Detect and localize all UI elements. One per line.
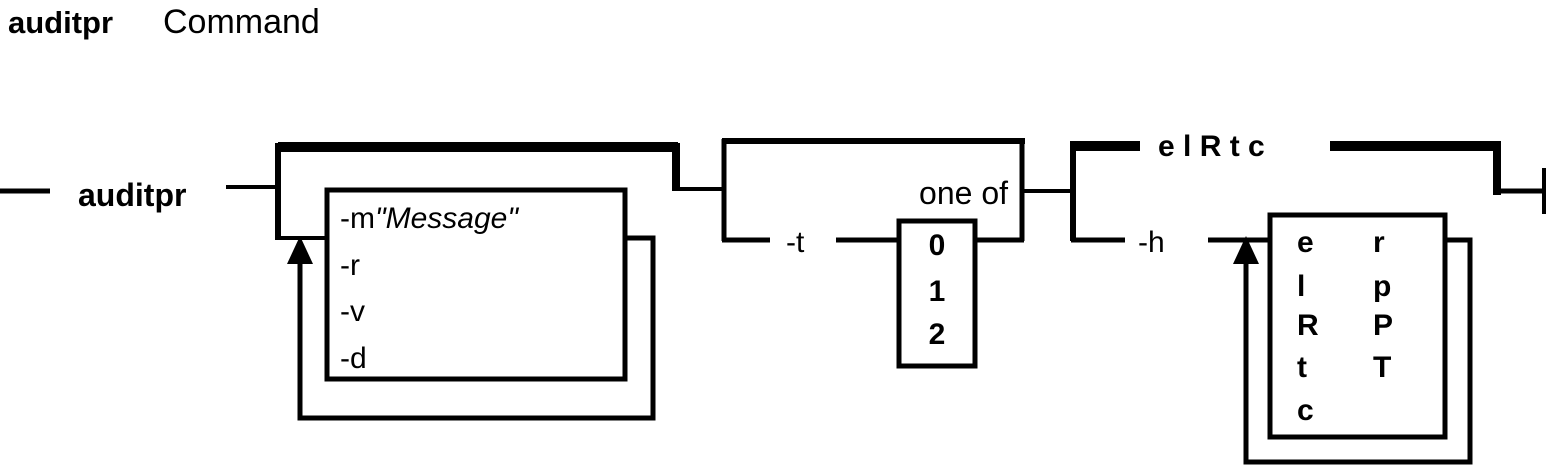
group3-repeat-arrow-icon bbox=[1233, 236, 1259, 264]
t-flag: -t bbox=[786, 226, 805, 259]
field-t: t bbox=[1297, 351, 1307, 384]
field-r: r bbox=[1373, 226, 1385, 259]
field-p: p bbox=[1373, 270, 1391, 303]
diagram-lines bbox=[0, 138, 1546, 465]
title-command: auditpr bbox=[8, 5, 113, 40]
group1-repeat-loop bbox=[297, 235, 656, 421]
d-flag: -d bbox=[340, 342, 367, 375]
h-flag: -h bbox=[1138, 226, 1165, 259]
group3-repeat-loop bbox=[1243, 237, 1473, 465]
group2-values-box bbox=[896, 218, 978, 369]
v-flag: -v bbox=[340, 295, 365, 328]
group1-options-box bbox=[324, 187, 628, 382]
group1-repeat-arrow-icon bbox=[287, 236, 313, 264]
t-value-1: 1 bbox=[929, 275, 946, 308]
field-l: l bbox=[1297, 270, 1305, 303]
field-T: T bbox=[1373, 351, 1391, 384]
field-c: c bbox=[1297, 394, 1314, 427]
start-command-label: auditpr bbox=[78, 177, 186, 213]
field-P: P bbox=[1373, 309, 1393, 342]
field-R: R bbox=[1297, 309, 1319, 342]
m-message: "Message" bbox=[375, 202, 519, 235]
group3-fields-box bbox=[1267, 212, 1448, 440]
one-of-label: one of bbox=[919, 175, 1008, 211]
field-e: e bbox=[1297, 226, 1314, 259]
t-value-0: 0 bbox=[929, 229, 946, 262]
m-flag: -m"Message" bbox=[340, 202, 519, 235]
default-fields-label: e l R t c bbox=[1158, 130, 1265, 163]
t-value-2: 2 bbox=[929, 318, 946, 351]
title-suffix: Command bbox=[163, 3, 320, 41]
r-flag: -r bbox=[340, 249, 360, 282]
